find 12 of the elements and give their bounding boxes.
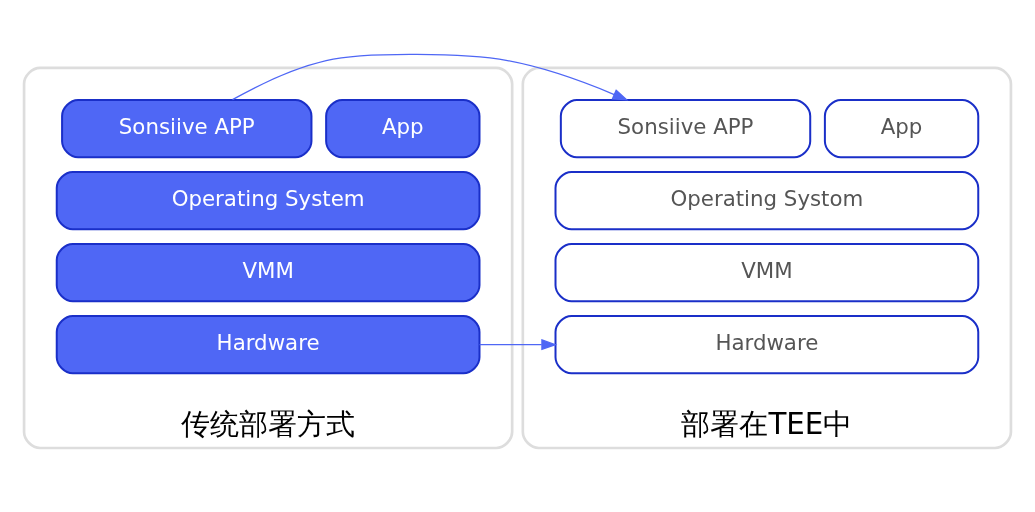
node-box: Hardware xyxy=(55,314,481,374)
node-box: Hardware xyxy=(554,314,980,374)
node-box: VMM xyxy=(554,242,980,302)
node-box: App xyxy=(325,98,481,158)
node-box: Sonsiive APP xyxy=(61,98,313,158)
node-box: VMM xyxy=(55,242,481,302)
node-box: App xyxy=(823,98,980,158)
node-box: Operating Systom xyxy=(554,170,980,230)
arrow xyxy=(478,338,558,350)
arrow xyxy=(231,53,629,101)
node-box: Sonsiive APP xyxy=(559,98,812,158)
node-box: Operating System xyxy=(55,170,481,230)
